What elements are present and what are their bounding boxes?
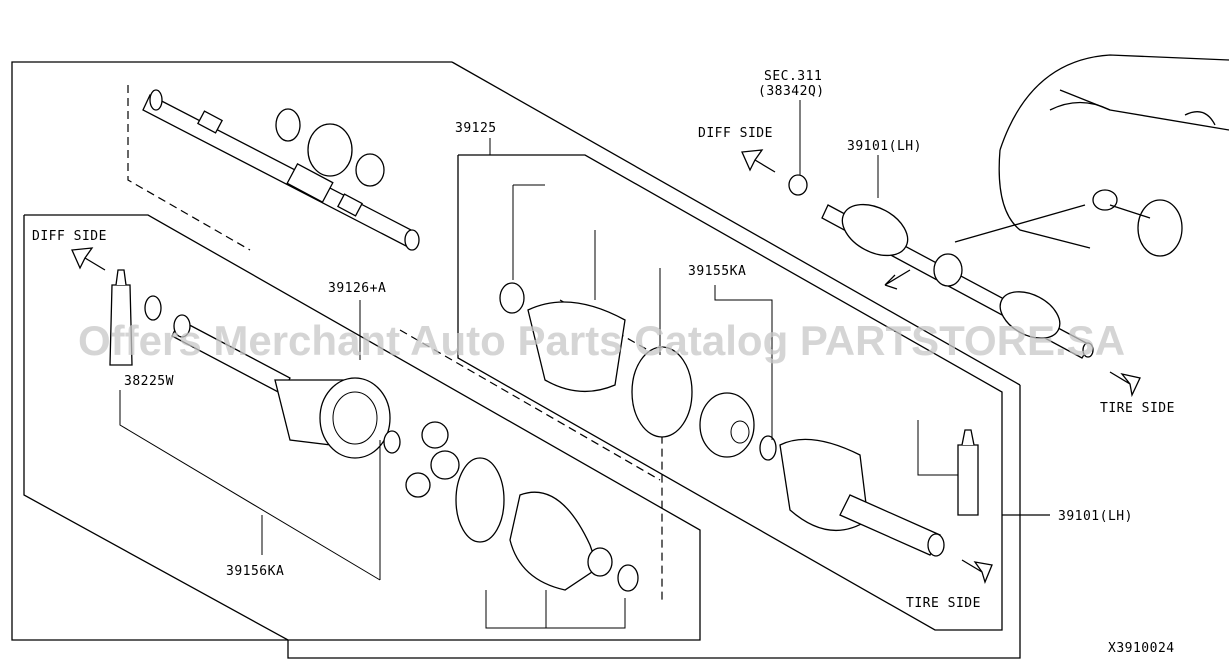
label-tire-side-right: TIRE SIDE xyxy=(1100,401,1175,416)
middle-joint-group xyxy=(499,282,979,557)
label-39101-right: 39101(LH) xyxy=(1058,509,1133,524)
label-tire-side-bottom: TIRE SIDE xyxy=(906,596,981,611)
left-sub-frame xyxy=(23,214,701,641)
label-39156ka: 39156KA xyxy=(226,564,284,579)
arrow-tire-right-icon xyxy=(1109,371,1141,398)
label-39155ka: 39155KA xyxy=(688,264,746,279)
outer-frame xyxy=(11,61,1021,659)
leader-lines xyxy=(119,100,958,629)
label-sec-311: SEC.311 xyxy=(764,69,822,84)
label-38225w: 38225W xyxy=(124,374,174,389)
top-shaft-assembly xyxy=(142,89,420,251)
label-sec-311-sub: (38342Q) xyxy=(758,84,825,99)
label-39101-top: 39101(LH) xyxy=(847,139,922,154)
labels: SEC.311 (38342Q) DIFF SIDE 39101(LH) 391… xyxy=(32,69,1175,656)
label-39126a: 39126+A xyxy=(328,281,386,296)
label-diff-side-top: DIFF SIDE xyxy=(698,126,773,141)
label-39125: 39125 xyxy=(455,121,497,136)
label-drawing-code: X3910024 xyxy=(1108,641,1175,656)
watermark-text: Offers Merchant Auto Parts Catalog PARTS… xyxy=(78,317,1125,364)
arrow-diff-left-icon xyxy=(71,247,106,271)
arrow-shaft-icon xyxy=(884,269,911,290)
left-joint-group xyxy=(109,269,639,592)
direction-arrows xyxy=(71,149,1141,584)
arrow-tire-bottom-icon xyxy=(961,559,993,584)
top-right-assembly xyxy=(788,54,1229,359)
arrow-diff-top-icon xyxy=(741,149,776,173)
label-diff-side-left: DIFF SIDE xyxy=(32,229,107,244)
middle-sub-frame xyxy=(457,154,1003,631)
